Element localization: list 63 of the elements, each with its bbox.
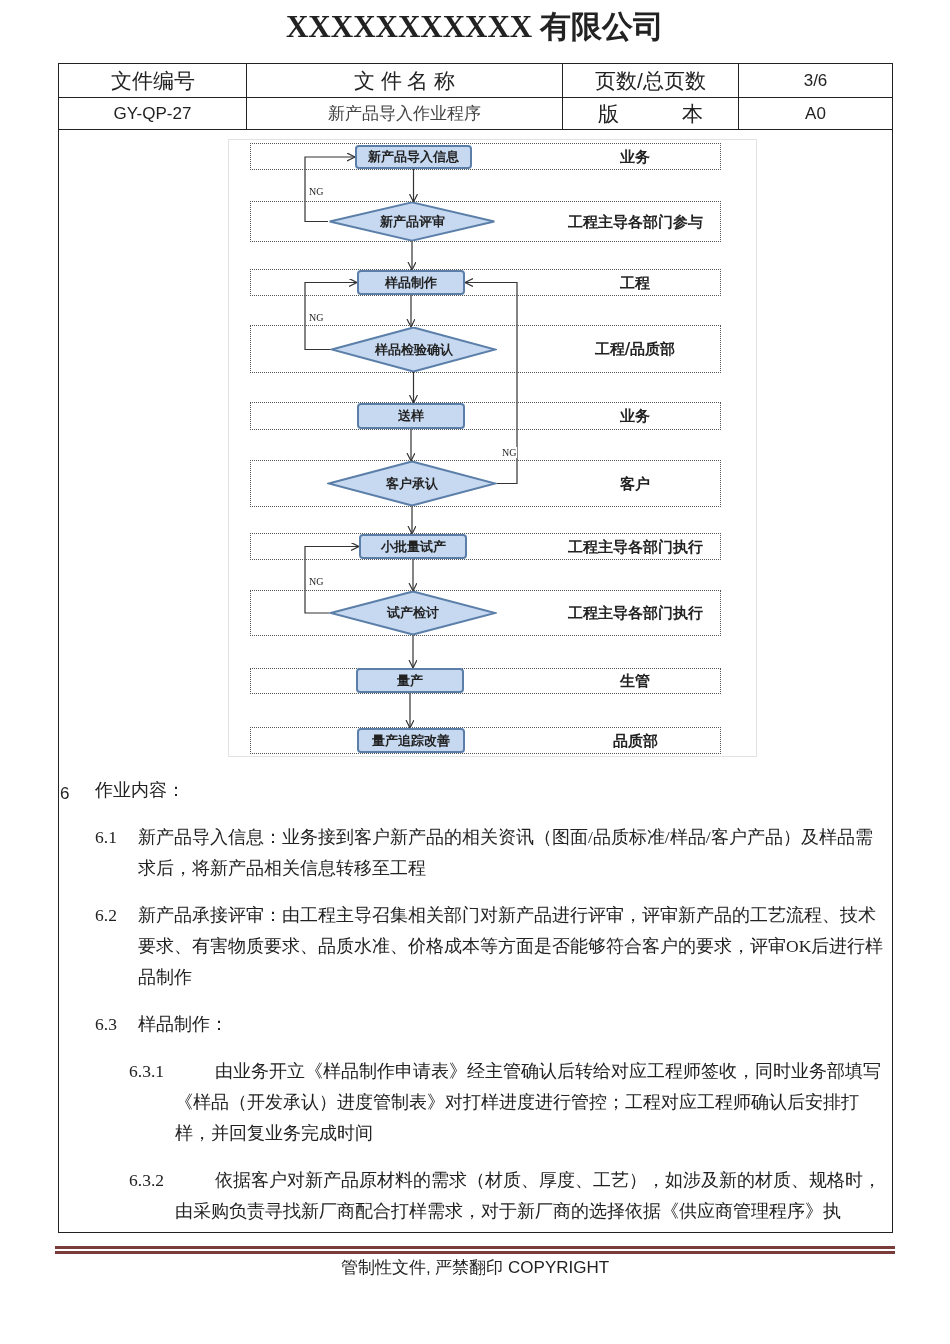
arrow [407,240,417,271]
edge-label: NG [308,186,325,197]
swimlane-band [250,590,721,636]
arrow [407,505,417,535]
decision-diamond: 新产品评审 [328,202,496,241]
arrow [406,294,416,328]
role-label: 工程/品质部 [593,339,677,359]
role-label: 业务 [619,406,651,426]
swimlane-band [250,460,721,507]
page-title: XXXXXXXXXXX 有限公司 [285,8,665,46]
role-label: 品质部 [611,731,659,750]
paragraph: 作业内容： [95,779,186,802]
process-box: 小批量试产 [359,534,467,559]
arrow [405,692,415,729]
loop-arrow [304,541,360,614]
role-label: 生管 [618,671,651,691]
role-label: 工程主导各部门参与 [566,212,704,231]
section-number: 6.2 [95,904,118,927]
process-box: 量产追踪改善 [357,728,465,753]
swimlane-band [250,533,721,560]
decision-diamond: 样品检验确认 [330,327,497,372]
swimlane-band [250,325,721,373]
paragraph: 新产品导入信息：业务接到客户新产品的相关资讯（图面/品质标准/样品/客户产品）及样品需求后，将新产品相关信息转移至工程 [138,826,874,880]
swimlane-band [250,269,721,296]
process-box: 送样 [357,403,465,429]
role-label: 工程 [619,273,651,292]
loop-arrow [464,277,518,485]
paragraph: 新产品承接评审：由工程主导召集相关部门对新产品进行评审，评审新产品的工艺流程、技术要求、有害物质要求、品质水准、价格成本等方面是否能够符合客户的要求，评审OK后进行样品制作 [138,904,885,989]
section-number: 6.1 [95,826,118,849]
section-number: 6.3.2 [129,1169,165,1192]
section-number: 6 [60,783,71,804]
process-box: 新产品导入信息 [355,145,472,169]
section-number: 6.3.1 [129,1060,165,1083]
arrow [408,634,418,669]
decision-diamond: 试产检讨 [329,591,497,635]
paragraph: 样品制作： [138,1013,229,1036]
process-box: 量产 [356,668,464,693]
swimlane-band [250,668,721,694]
loop-arrow [304,152,356,223]
role-label: 客户 [619,474,651,493]
role-label: 工程主导各部门执行 [566,537,704,556]
arrow [406,428,416,462]
edge-label: NG [501,447,518,458]
role-label: 业务 [619,147,651,166]
footer-text: 管制性文件, 严禁翻印 COPYRIGHT [339,1257,611,1279]
swimlane-band [250,143,721,170]
process-box: 样品制作 [357,270,465,295]
swimlane-band [250,201,721,242]
edge-label: NG [308,312,325,323]
arrow [408,168,419,203]
role-label: 工程主导各部门执行 [566,603,704,623]
loop-arrow [304,277,358,351]
table-cell: 文件编号 [58,63,247,98]
table-cell: 3/6 [738,63,893,98]
decision-diamond: 客户承认 [327,461,497,506]
paragraph: 依据客户对新产品原材料的需求（材质、厚度、工艺），如涉及新的材质、规格时，由采购负责寻找新厂商配合打样需求，对于新厂商的选择依据《供应商管理程序》执 [175,1169,882,1223]
section-number: 6.3 [95,1013,118,1036]
swimlane-band [250,727,721,754]
swimlane-band [250,402,721,430]
paragraph: 由业务开立《样品制作申请表》经主管确认后转给对应工程师签收，同时业务部填写《样品（开发承认）进度管制表》对打样进度进行管控；工程对应工程师确认后安排打样，并回复业务完成时间 [175,1060,882,1145]
arrow [408,371,419,404]
edge-label: NG [308,576,325,587]
arrow [408,558,418,592]
